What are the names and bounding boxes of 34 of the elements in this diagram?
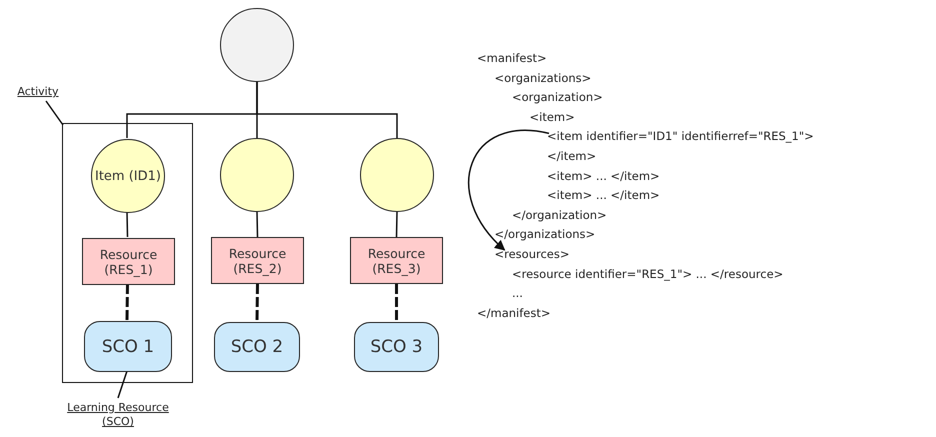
tree-connector xyxy=(256,212,258,238)
sco-box: SCO 2 xyxy=(214,322,300,372)
code-line: <organizations> xyxy=(494,70,592,85)
dashed-connector xyxy=(256,284,259,322)
resource-box: Resource (RES_3) xyxy=(350,237,443,284)
code-line: ... xyxy=(512,286,523,300)
sco-box: SCO 1 xyxy=(84,321,172,372)
code-line: <item> xyxy=(530,110,575,124)
learning-resource-caption: Learning Resource (SCO) xyxy=(58,399,178,431)
code-line: <resource identifier="RES_1"> ... </resource> xyxy=(512,266,784,281)
code-line: <organization> xyxy=(512,90,603,104)
dashed-connector xyxy=(126,284,129,320)
tree-connector xyxy=(126,212,128,238)
code-line: </organization> xyxy=(512,208,607,222)
leader-line xyxy=(45,100,64,126)
code-line: </item> xyxy=(547,149,596,163)
sco-box: SCO 3 xyxy=(354,322,439,372)
dashed-connector xyxy=(395,284,398,322)
activity-frame xyxy=(62,123,193,383)
curved-arrow xyxy=(468,130,550,251)
item-circle: Item (ID1) xyxy=(91,139,165,213)
code-line: <item> ... </item> xyxy=(547,168,660,183)
tree-connector xyxy=(256,82,398,138)
code-line: <manifest> xyxy=(477,51,547,65)
resource-box: Resource (RES_1) xyxy=(82,238,175,285)
code-line: <item identifier="ID1" identifierref="RES_1"> xyxy=(547,129,814,144)
leader-line xyxy=(117,370,128,398)
code-line: </organizations> xyxy=(494,227,596,242)
code-line: <resources> xyxy=(494,247,570,261)
activity-caption: Activity xyxy=(10,84,66,100)
tree-connector xyxy=(396,212,398,238)
resource-box: Resource (RES_2) xyxy=(211,237,304,284)
code-line: <item> ... </item> xyxy=(547,188,660,202)
code-line: </manifest> xyxy=(477,306,551,320)
